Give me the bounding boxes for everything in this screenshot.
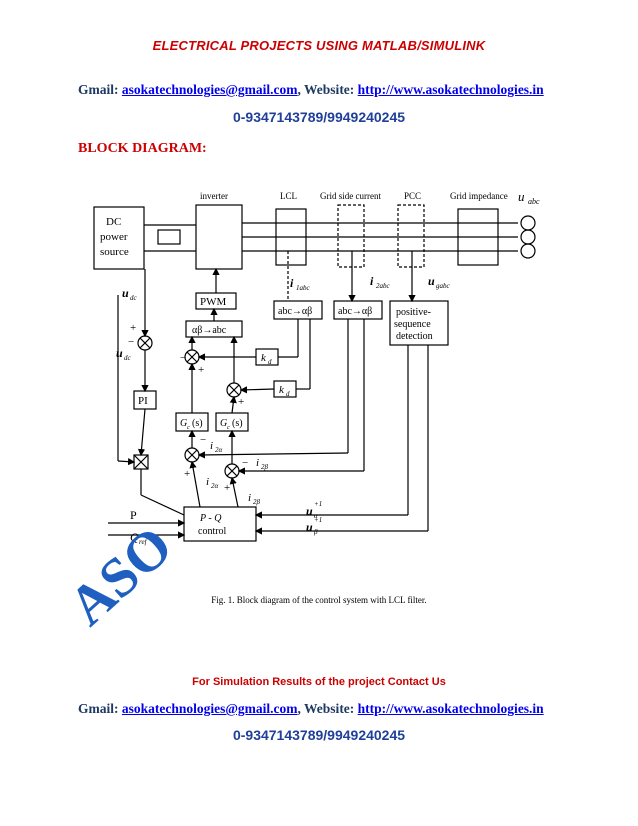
watermark-logo: ASO	[70, 515, 184, 638]
kd-sub-1: d	[268, 358, 272, 366]
grid-impedance-block	[457, 208, 499, 266]
sig-i2b-ref-sub: 2β	[253, 498, 261, 506]
pq-line-1: P - Q	[199, 513, 222, 524]
sig-i2a-ref: i	[206, 476, 209, 488]
footer-gmail-label: Gmail:	[78, 701, 122, 716]
figure-caption: Fig. 1. Block diagram of the control sys…	[211, 595, 427, 605]
pos-seq-line-3: detection	[396, 331, 433, 342]
label-grid-side-current: Grid side current	[320, 191, 381, 201]
positive-sequence-block	[389, 300, 449, 346]
inverter-block	[195, 204, 243, 270]
email-link[interactable]: asokatechnologies@gmail.com	[121, 82, 298, 97]
pos-seq-line-1: positive-	[396, 307, 431, 318]
pos-seq-line-2: sequence	[394, 319, 431, 330]
gc-label-1: G	[180, 418, 187, 429]
dc-source-block	[93, 206, 145, 270]
sig-i2b-sub: 2β	[261, 463, 269, 471]
footer-website-label: , Website:	[297, 701, 358, 716]
sig-i2a-ref-sub: 2α	[211, 482, 219, 490]
label-lcl: LCL	[280, 191, 297, 201]
pq-line-2: control	[198, 526, 227, 537]
section-heading: BLOCK DIAGRAM:	[78, 141, 207, 156]
label-u-abc-sub: abc	[528, 197, 540, 206]
lcl-block	[275, 208, 307, 266]
sig-ub: u	[306, 520, 313, 534]
abc-to-ab-label-2: abc→αβ	[338, 306, 372, 317]
sign-plus-3: +	[238, 396, 244, 408]
label-u-abc: u	[518, 189, 525, 204]
kd-label-2: k	[279, 384, 285, 396]
sig-ub-sup: +1	[314, 516, 322, 524]
sig-i1abc: i	[290, 276, 294, 290]
gc-arg-1: (s)	[192, 418, 203, 429]
header-phone: 0-9347143789/9949240245	[232, 109, 406, 125]
label-inverter: inverter	[200, 191, 228, 201]
sig-i2a-sub: 2α	[215, 446, 223, 454]
sig-ua-sup: +1	[314, 500, 322, 508]
dc-source-line-1: DC	[106, 216, 121, 228]
label-pcc: PCC	[404, 191, 421, 201]
website-label: , Website:	[297, 82, 358, 97]
sign-minus-2: −	[180, 352, 186, 364]
watermark-text: ASO	[70, 515, 184, 638]
header-contact-line: Gmail: asokatechnologies@gmail.com, Webs…	[78, 82, 544, 98]
gc-label-2: G	[220, 418, 227, 429]
footer-website-link[interactable]: http://www.asokatechnologies.in	[357, 701, 544, 716]
sign-plus-2: +	[198, 364, 204, 376]
sign-plus-5: +	[224, 482, 230, 494]
footer-note: For Simulation Results of the project Co…	[192, 676, 446, 688]
gc-sub-1: c	[187, 425, 190, 431]
sig-i2abc: i	[370, 274, 374, 288]
sign-minus-3: −	[200, 434, 206, 446]
website-link[interactable]: http://www.asokatechnologies.in	[357, 82, 544, 97]
gc-sub-2: c	[227, 425, 230, 431]
ab-to-abc-label: αβ→abc	[192, 325, 227, 336]
page-title: ELECTRICAL PROJECTS USING MATLAB/SIMULIN…	[152, 38, 486, 53]
abc-to-ab-block-2	[333, 300, 383, 320]
sig-udc: u	[122, 286, 129, 300]
label-grid-impedance: Grid impedance	[450, 191, 508, 201]
kd-block-2	[273, 380, 297, 398]
sig-ua-sub: α	[314, 512, 318, 520]
pi-label: PI	[138, 395, 148, 407]
footer-contact-line: Gmail: asokatechnologies@gmail.com, Webs…	[78, 701, 544, 717]
abc-to-ab-label-1: abc→αβ	[278, 306, 312, 317]
sig-i2a: i	[210, 440, 213, 452]
kd-label-1: k	[261, 352, 267, 364]
sig-ugabc: u	[428, 274, 435, 288]
sig-udc-ref: u	[116, 346, 123, 360]
sig-ub-sub: β	[313, 528, 318, 536]
sig-ugabc-sub: gabc	[436, 282, 451, 290]
gmail-label: Gmail:	[78, 82, 122, 97]
kd-block-1	[255, 348, 279, 366]
sig-i1abc-sub: 1abc	[296, 284, 311, 292]
sign-plus-1: +	[130, 322, 136, 334]
sig-i2b-ref: i	[248, 492, 251, 504]
sig-udc-ref-sub: dc	[124, 354, 132, 362]
control-block-diagram: inverter LCL Grid side current PCC Grid …	[93, 189, 540, 546]
sig-p: P	[130, 508, 137, 522]
pwm-label: PWM	[200, 296, 227, 308]
footer-email-link[interactable]: asokatechnologies@gmail.com	[121, 701, 298, 716]
dc-source-line-2: power	[100, 231, 128, 243]
sig-udc-sub: dc	[130, 294, 138, 302]
gc-arg-2: (s)	[232, 418, 243, 429]
sign-minus-1: −	[128, 336, 134, 348]
footer-phone: 0-9347143789/9949240245	[232, 727, 406, 743]
sig-i2abc-sub: 2abc	[376, 282, 391, 290]
sign-plus-4: +	[184, 468, 190, 480]
kd-sub-2: d	[286, 390, 290, 398]
sig-i2b: i	[256, 457, 259, 469]
sign-minus-4: −	[242, 457, 248, 469]
dc-source-line-3: source	[100, 246, 129, 258]
sig-qref-sub: ref	[139, 538, 148, 546]
sig-qref: Q	[130, 530, 139, 544]
sig-ua: u	[306, 504, 313, 518]
